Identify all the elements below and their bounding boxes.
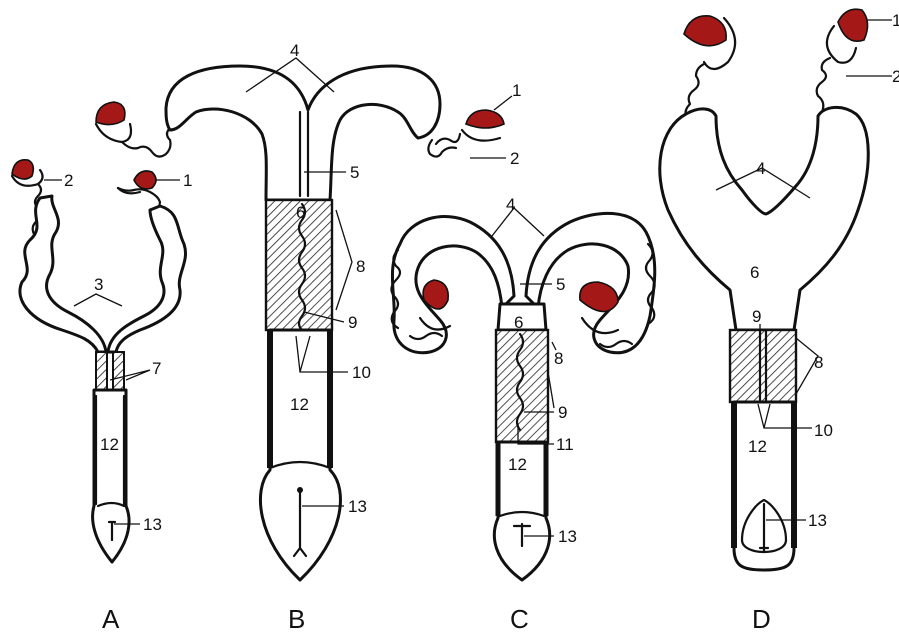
panel-d-label-13: 13	[808, 511, 827, 530]
panel-b-label-13: 13	[348, 497, 367, 516]
panel-b-left-infundibulum	[96, 124, 131, 142]
panel-b-right-ovary	[466, 110, 504, 128]
panel-b-right-oviduct	[428, 134, 460, 157]
panel-a-lead-3	[74, 294, 122, 306]
panel-b-label-1: 1	[512, 81, 521, 100]
panel-b-label-6: 6	[296, 203, 305, 222]
panel-a-left-uterine-horn	[20, 196, 106, 352]
panel-d-label-12: 12	[748, 437, 767, 456]
panel-a-label-7: 7	[152, 359, 161, 378]
panel-b-left-ovary	[96, 102, 125, 125]
panel-c-label-9: 9	[558, 403, 567, 422]
panel-a-label-2: 2	[64, 171, 73, 190]
panel-b-letter: B	[288, 604, 305, 634]
panel-a-right-ovary	[134, 171, 156, 189]
panel-a-letter: A	[102, 604, 120, 634]
panel-c-lead-4	[492, 208, 544, 236]
panel-b-lead-1	[494, 96, 512, 110]
panel-c-letter: C	[510, 604, 529, 634]
panel-a-left-ovary	[12, 160, 33, 179]
panel-c-label-8: 8	[554, 349, 563, 368]
panel-a-label-12: 12	[100, 435, 119, 454]
panel-b-label-5: 5	[350, 163, 359, 182]
panel-d-label-2: 2	[892, 67, 899, 86]
panel-d-label-4: 4	[756, 159, 765, 178]
panel-b-uterine-horns	[166, 66, 440, 200]
panel-b-left-ovary-group	[96, 102, 175, 157]
panel-b-urethral-dot	[297, 487, 303, 493]
panel-a-right-cervix	[113, 352, 124, 390]
panel-b-label-12: 12	[290, 395, 309, 414]
panel-b-label-8: 8	[356, 257, 365, 276]
panel-a-left-cervix	[96, 352, 107, 390]
panel-d-right-ovary-group	[817, 9, 868, 112]
panel-c-label-13: 13	[558, 527, 577, 546]
panel-c-right-ovary	[580, 282, 618, 312]
panel-b-right-infundibulum	[462, 130, 500, 141]
panel-d-label-8: 8	[814, 353, 823, 372]
panel-a-label-1: 1	[183, 171, 192, 190]
panel-d-left-ovary-group	[684, 16, 735, 116]
panel-b-label-4: 4	[290, 41, 299, 60]
panel-c-label-12: 12	[508, 455, 527, 474]
panel-b-label-9: 9	[348, 313, 357, 332]
panel-d-right-ovary	[838, 9, 868, 41]
panel-d-letter: D	[752, 604, 771, 634]
panel-b-label-2: 2	[510, 149, 519, 168]
panel-d-label-10: 10	[814, 421, 833, 440]
panel-b: 4 5 6 8 9 10 12 13 1 2 B	[96, 41, 521, 634]
panel-a-label-3: 3	[94, 275, 103, 294]
panel-a: 1 2 3 7 12 13 A	[12, 160, 192, 634]
panel-c-label-11: 11	[556, 435, 574, 454]
panel-d-label-6: 6	[750, 263, 759, 282]
panel-d-right-oviduct	[817, 58, 830, 112]
panel-c-label-5: 5	[556, 275, 565, 294]
panel-d-left-ovary	[684, 16, 726, 46]
panel-d-uterus-body	[660, 107, 868, 330]
panel-b-label-10: 10	[352, 363, 371, 382]
panel-d-cervix	[730, 330, 796, 402]
panel-c-label-4: 4	[506, 195, 515, 214]
panel-c: 4 5 6 8 9 11 12 13 C	[391, 195, 654, 634]
panel-d-label-9: 9	[752, 307, 761, 326]
panel-a-right-uterine-horn	[108, 206, 186, 352]
panel-d: 1 2 4 6 9 8 10 12 13 D	[660, 9, 899, 634]
panel-a-label-13: 13	[143, 515, 162, 534]
panel-c-label-6: 6	[514, 313, 523, 332]
panel-d-label-1: 1	[892, 11, 899, 30]
panel-b-lead-8	[336, 210, 352, 310]
